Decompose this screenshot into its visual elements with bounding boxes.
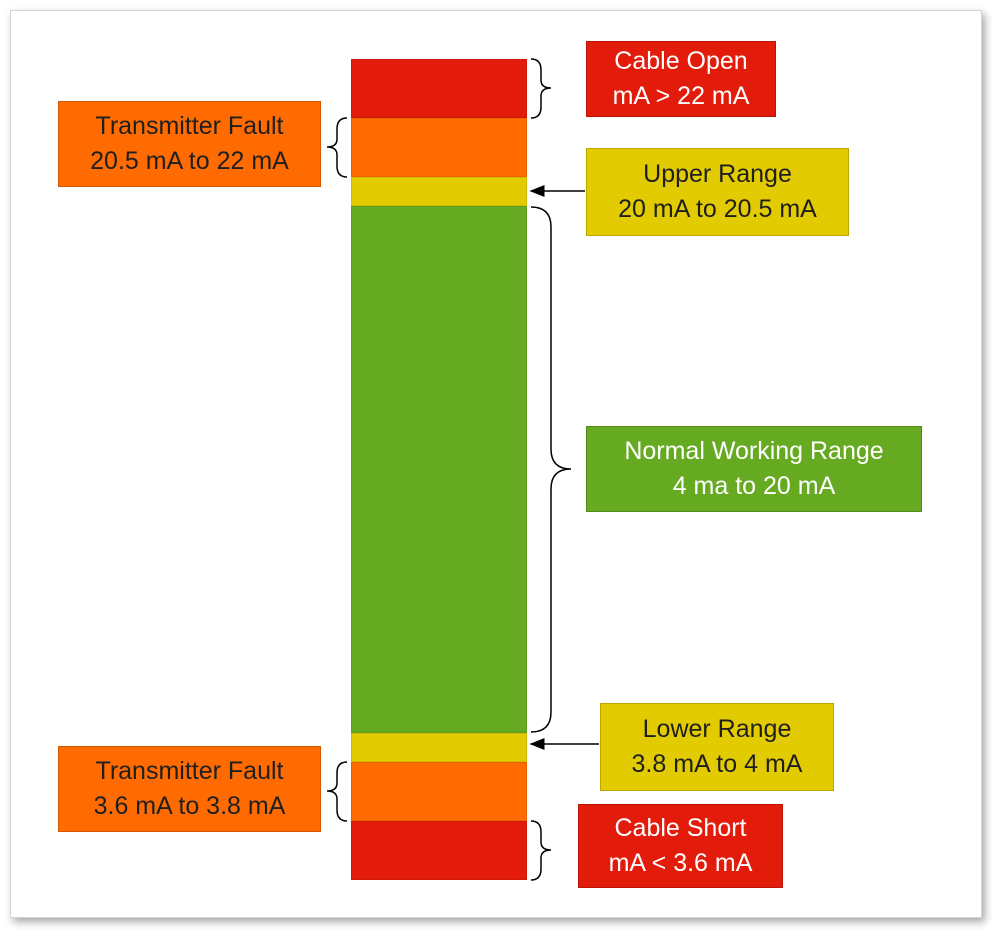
label-upper-range-line2: 20 mA to 20.5 mA — [618, 195, 817, 223]
label-cable-open: Cable Open mA > 22 mA — [586, 41, 776, 117]
label-lower-range: Lower Range 3.8 mA to 4 mA — [600, 703, 834, 791]
label-cable-open-line1: Cable Open — [614, 47, 748, 75]
segment-cable-open — [351, 59, 527, 118]
label-lower-range-line1: Lower Range — [642, 715, 792, 743]
label-transmitter-fault-low-line1: Transmitter Fault — [95, 757, 284, 785]
label-normal-working-range-line1: Normal Working Range — [624, 437, 884, 465]
label-normal-working-range-line2: 4 ma to 20 mA — [672, 472, 836, 500]
label-cable-short-line2: mA < 3.6 mA — [608, 849, 753, 877]
label-cable-short-line1: Cable Short — [614, 814, 747, 842]
label-transmitter-fault-low: Transmitter Fault 3.6 mA to 3.8 mA — [58, 746, 321, 832]
label-upper-range: Upper Range 20 mA to 20.5 mA — [586, 148, 849, 236]
segment-normal-working-range — [351, 206, 527, 733]
label-normal-working-range: Normal Working Range 4 ma to 20 mA — [586, 426, 922, 512]
segment-upper-range — [351, 177, 527, 206]
segment-transmitter-fault-low — [351, 762, 527, 821]
label-transmitter-fault-high: Transmitter Fault 20.5 mA to 22 mA — [58, 101, 321, 187]
segment-cable-short — [351, 821, 527, 880]
label-transmitter-fault-high-line2: 20.5 mA to 22 mA — [90, 147, 289, 175]
label-cable-open-line2: mA > 22 mA — [612, 82, 750, 110]
segment-lower-range — [351, 733, 527, 762]
label-lower-range-line2: 3.8 mA to 4 mA — [631, 750, 803, 778]
label-upper-range-line1: Upper Range — [643, 160, 792, 188]
label-cable-short: Cable Short mA < 3.6 mA — [578, 804, 783, 888]
label-transmitter-fault-low-line2: 3.6 mA to 3.8 mA — [93, 792, 286, 820]
segment-transmitter-fault-high — [351, 118, 527, 177]
label-transmitter-fault-high-line1: Transmitter Fault — [95, 112, 284, 140]
